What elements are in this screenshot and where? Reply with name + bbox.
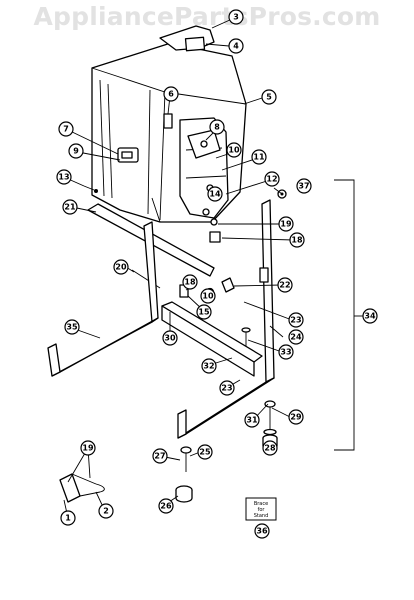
note-line-1: Brace	[254, 501, 268, 507]
callout-33: 33	[278, 344, 294, 360]
callout-18: 19	[278, 216, 294, 232]
callout-27: 27	[152, 448, 168, 464]
callout-31: 31	[244, 412, 260, 428]
svg-text:11: 11	[253, 153, 265, 162]
callout-5: 5	[261, 89, 277, 105]
callout-14: 14	[207, 186, 223, 202]
callout-30: 30	[162, 330, 178, 346]
svg-text:13: 13	[58, 173, 69, 182]
svg-text:5: 5	[266, 93, 272, 102]
svg-text:37: 37	[298, 182, 309, 191]
svg-text:14: 14	[209, 190, 221, 199]
callout-10-b: 10	[200, 288, 216, 304]
callout-36: 36	[254, 523, 270, 539]
callout-22: 22	[277, 277, 293, 293]
callout-16-like-18: 18	[182, 274, 198, 290]
svg-text:19: 19	[82, 444, 94, 453]
callout-7: 7	[58, 121, 74, 137]
callout-3: 3	[228, 9, 244, 25]
callout-11: 11	[251, 149, 267, 165]
svg-text:18: 18	[184, 278, 196, 287]
callout-9: 9	[68, 143, 84, 159]
leg-right-24	[177, 199, 275, 439]
svg-text:6: 6	[168, 90, 174, 99]
svg-text:29: 29	[290, 413, 302, 422]
switch-part-7	[117, 147, 139, 163]
svg-text:25: 25	[199, 448, 211, 457]
note-box-36	[245, 497, 277, 521]
svg-text:2: 2	[103, 507, 109, 516]
svg-text:3: 3	[233, 13, 239, 22]
svg-text:24: 24	[290, 333, 302, 342]
svg-text:19: 19	[280, 220, 292, 229]
svg-text:27: 27	[154, 452, 165, 461]
svg-text:18: 18	[291, 236, 303, 245]
callout-17: 18	[289, 232, 305, 248]
svg-text:28: 28	[264, 444, 276, 453]
svg-text:30: 30	[164, 334, 176, 343]
note-line-3: Stand	[254, 513, 269, 519]
harness-connector-19	[59, 473, 105, 503]
callout-34: 34	[362, 308, 378, 324]
leg-left-35	[47, 221, 159, 377]
part-17-18-clips	[209, 218, 221, 243]
callout-24: 24	[288, 329, 304, 345]
callout-4: 4	[228, 38, 244, 54]
svg-text:36: 36	[256, 527, 268, 536]
callout-1: 1	[60, 510, 76, 526]
bolt-33	[241, 327, 251, 346]
part-8-bracket	[187, 129, 221, 159]
callout-6: 6	[163, 86, 179, 102]
svg-text:20: 20	[115, 263, 127, 272]
callout-28: 28	[262, 440, 278, 456]
callout-8: 8	[209, 119, 225, 135]
part-13-screw	[83, 185, 98, 193]
part-6-clip	[163, 113, 173, 129]
svg-text:34: 34	[364, 312, 376, 321]
note-line-2: for	[258, 507, 266, 513]
callout-37: 37	[296, 178, 312, 194]
svg-text:33: 33	[280, 348, 291, 357]
svg-text:12: 12	[266, 175, 277, 184]
svg-text:10: 10	[202, 292, 214, 301]
svg-text:23: 23	[221, 384, 232, 393]
callout-20: 20	[113, 259, 129, 275]
group-bracket-34	[334, 179, 364, 451]
callout-29: 29	[288, 409, 304, 425]
callout-15: 15	[196, 304, 212, 320]
svg-text:32: 32	[203, 362, 214, 371]
callout-2: 2	[98, 503, 114, 519]
svg-text:1: 1	[65, 514, 71, 523]
svg-text:21: 21	[64, 203, 76, 212]
svg-text:4: 4	[233, 42, 239, 51]
svg-text:23: 23	[290, 316, 301, 325]
callout-10: 10	[226, 142, 242, 158]
watermark-logo: AppliancePartsPros.com	[33, 2, 381, 31]
callout-25: 25	[197, 444, 213, 460]
leveling-foot-left	[175, 446, 193, 503]
svg-text:26: 26	[160, 502, 172, 511]
svg-text:22: 22	[279, 281, 290, 290]
callout-12: 12	[264, 171, 280, 187]
callout-32: 32	[201, 358, 217, 374]
callout-26: 26	[158, 498, 174, 514]
svg-text:10: 10	[228, 146, 240, 155]
callout-23-top: 23	[288, 312, 304, 328]
svg-text:35: 35	[66, 323, 78, 332]
callout-21: 21	[62, 199, 78, 215]
callout-23-bottom: 23	[219, 380, 235, 396]
callout-13: 13	[56, 169, 72, 185]
callout-35: 35	[64, 319, 80, 335]
callout-19: 19	[80, 440, 96, 456]
svg-text:9: 9	[73, 147, 79, 156]
svg-text:15: 15	[198, 308, 210, 317]
svg-text:8: 8	[214, 123, 220, 132]
svg-text:7: 7	[63, 125, 69, 134]
svg-text:31: 31	[246, 416, 258, 425]
